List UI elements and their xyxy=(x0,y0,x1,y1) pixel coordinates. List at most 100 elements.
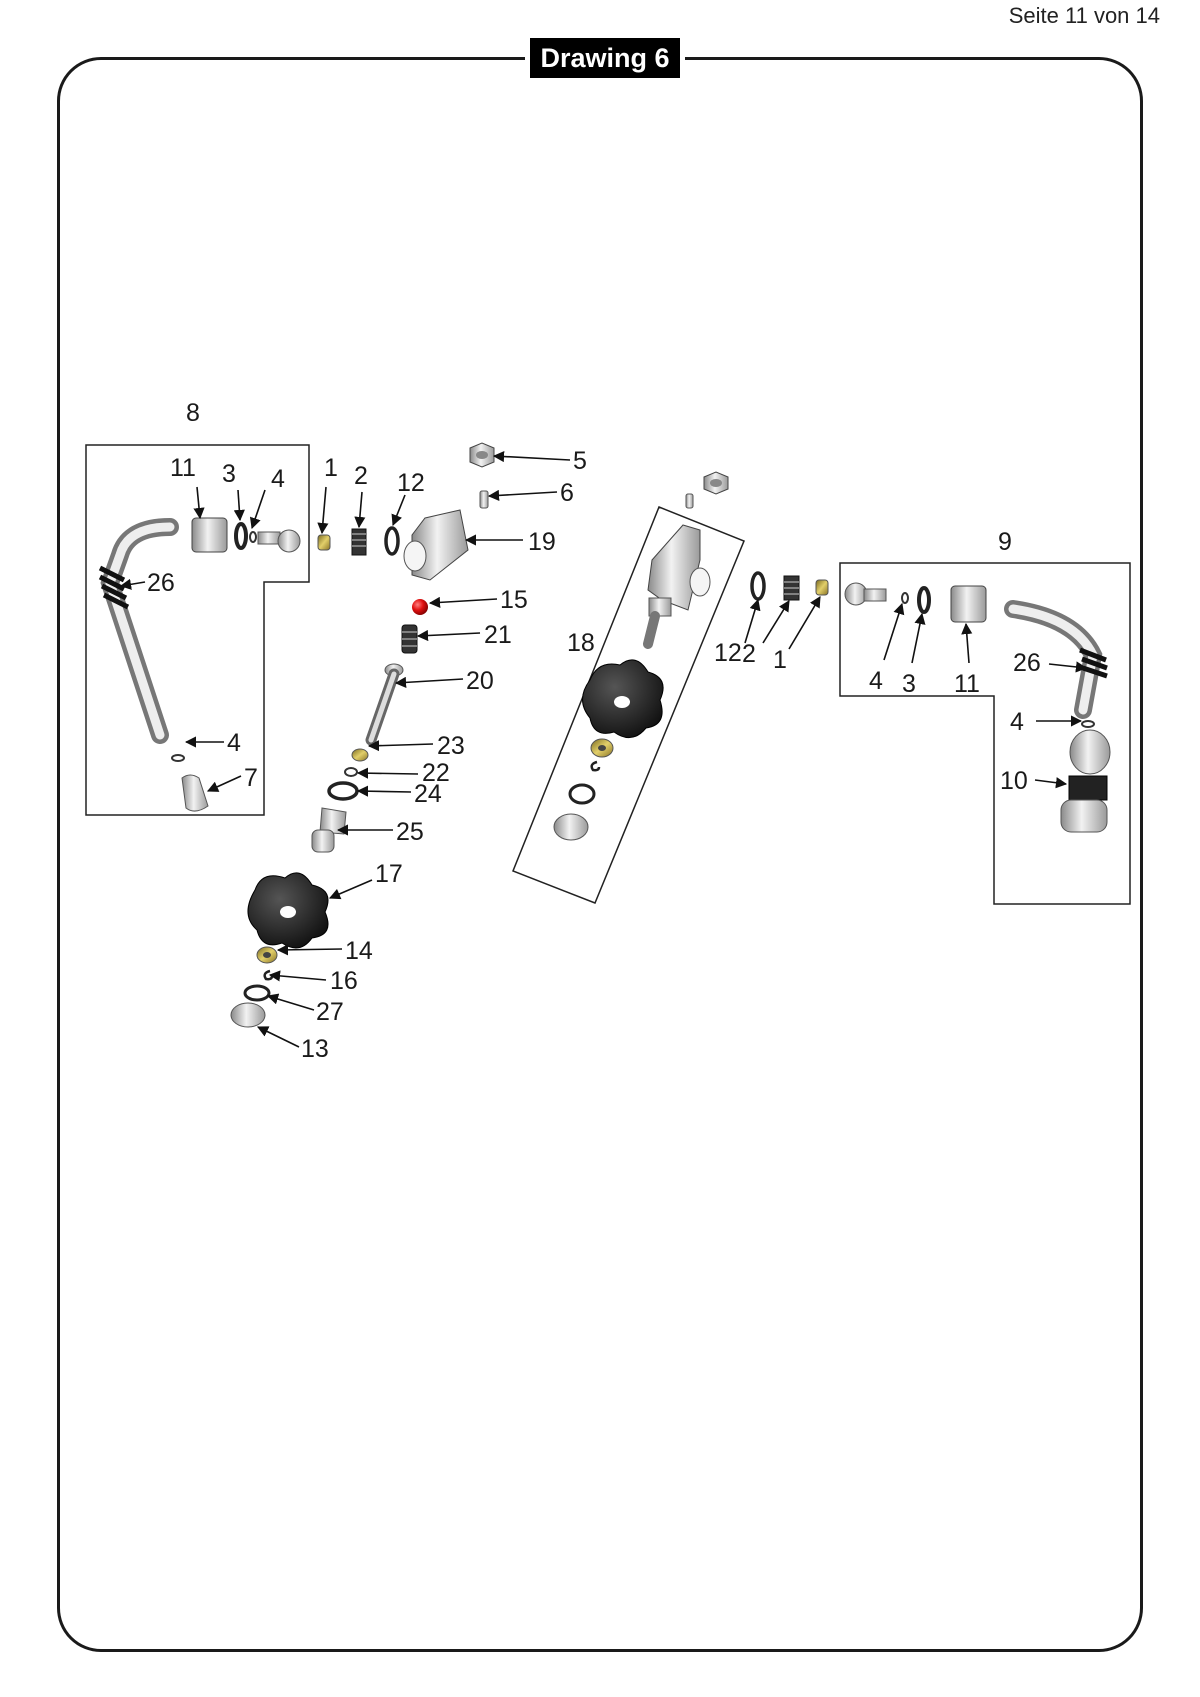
callout-11-left: 11 xyxy=(170,454,196,482)
callout-5-left: 5 xyxy=(573,447,587,475)
part-13-cap-left xyxy=(230,1002,266,1028)
callout-group-9: 9 xyxy=(998,528,1012,556)
leader-26-right xyxy=(1048,661,1088,673)
leader-20-left xyxy=(394,676,464,688)
callout-13-left: 13 xyxy=(301,1035,329,1063)
part-4-ring-right-bottom xyxy=(1081,720,1095,728)
part-26-tube-right xyxy=(1004,600,1108,719)
callout-7-left: 7 xyxy=(244,764,258,792)
leader-24-left xyxy=(356,785,412,797)
part-20-stem-left xyxy=(365,663,404,746)
part-2-spring-right xyxy=(783,575,800,601)
callout-27-left: 27 xyxy=(316,998,344,1026)
part-3-ring-right xyxy=(917,586,931,614)
leader-21-left xyxy=(416,629,481,642)
part-12-ring-right xyxy=(750,571,766,601)
callout-10-right: 10 xyxy=(1000,767,1028,795)
group-9-outline xyxy=(839,562,1131,905)
leader-16-left xyxy=(268,970,327,982)
part-22-ring-left xyxy=(344,767,358,777)
leader-23-left xyxy=(367,740,434,752)
callout-6-left: 6 xyxy=(560,479,574,507)
part-19-valve-body-left xyxy=(403,509,469,581)
part-27-ring-right xyxy=(568,783,596,805)
part-26-tube-left xyxy=(98,518,179,744)
part-27-ring-left xyxy=(243,984,271,1002)
leader-7-left xyxy=(206,775,242,792)
callout-4-right: 4 xyxy=(869,667,883,695)
part-14-washer-left xyxy=(256,946,278,964)
callout-group-8: 8 xyxy=(186,399,200,427)
leader-12-right xyxy=(744,598,761,644)
callout-1-right: 1 xyxy=(773,646,787,674)
part-4-ring-left-top xyxy=(249,531,257,543)
callout-15-left: 15 xyxy=(500,586,528,614)
part-24-ring-left xyxy=(327,781,359,801)
leader-2-left xyxy=(354,491,366,529)
part-13-cap-right xyxy=(553,813,589,841)
part-1-bushing-right xyxy=(815,579,829,596)
leader-11-left xyxy=(193,486,205,520)
callout-4-right-bottom: 4 xyxy=(1010,708,1024,736)
callout-24-left: 24 xyxy=(414,780,442,808)
leader-12-left xyxy=(391,494,406,527)
part-14-washer-right xyxy=(590,738,614,758)
part-5-nut-left xyxy=(469,442,495,468)
leader-13-left xyxy=(256,1026,300,1048)
part-2-spring-left xyxy=(351,528,367,556)
part-21-spring-left xyxy=(401,624,418,654)
part-4-ring-right-top xyxy=(901,592,909,604)
leader-26-left xyxy=(119,578,146,590)
part-17-knob-left xyxy=(247,872,329,949)
leader-6-left xyxy=(487,489,558,501)
group-8-outline xyxy=(85,444,310,816)
part-fitting-right xyxy=(844,582,887,606)
part-12-ring-left xyxy=(384,526,400,556)
leader-22-left xyxy=(356,767,419,779)
part-17-knob-right xyxy=(582,659,664,739)
page-number: Seite 11 von 14 xyxy=(1008,3,1160,28)
leader-4-left xyxy=(249,489,266,530)
leader-14-left xyxy=(276,944,343,956)
leader-3-right xyxy=(911,612,926,664)
callout-2-right: 2 xyxy=(742,640,756,668)
part-23-bushing-left xyxy=(351,748,369,762)
leader-3-left xyxy=(233,489,245,522)
part-19-valve-body-right xyxy=(643,524,711,649)
callout-16-left: 16 xyxy=(330,967,358,995)
leader-10-right xyxy=(1034,777,1068,789)
part-1-bushing-left xyxy=(317,534,331,551)
callout-3-right: 3 xyxy=(902,670,916,698)
part-3-ring-left xyxy=(234,522,248,550)
leader-1-right xyxy=(788,596,821,650)
callout-19-left: 19 xyxy=(528,528,556,556)
part-11-nut-left xyxy=(191,517,228,553)
leader-15-left xyxy=(428,596,498,608)
callout-18: 18 xyxy=(567,629,595,657)
part-15-ball-left xyxy=(412,599,428,615)
part-6-pin-right xyxy=(685,493,694,509)
leader-5-left xyxy=(492,450,571,463)
drawing-title: Drawing 6 xyxy=(525,33,685,83)
leader-2-right xyxy=(762,600,790,644)
part-10-connector-right xyxy=(1060,729,1111,833)
part-16-clip-right xyxy=(590,760,601,772)
group-18-outline xyxy=(512,506,745,904)
leader-11-right xyxy=(961,622,973,664)
part-6-pin-left xyxy=(479,490,489,509)
leader-1-left xyxy=(317,486,329,535)
callout-14-left: 14 xyxy=(345,937,373,965)
part-5-nut-right xyxy=(703,471,729,495)
leader-4-right xyxy=(883,602,905,661)
callout-4-left-bottom: 4 xyxy=(227,729,241,757)
part-11-nut-right xyxy=(950,585,987,623)
callout-12-left: 12 xyxy=(397,469,425,497)
callout-11-right: 11 xyxy=(954,670,980,698)
callout-4-left: 4 xyxy=(271,465,285,493)
callout-21-left: 21 xyxy=(484,621,512,649)
part-4-ring-left-bottom xyxy=(171,754,185,762)
part-7-cap-left xyxy=(181,774,209,812)
part-fitting-left xyxy=(257,529,301,553)
callout-12-right: 12 xyxy=(714,639,742,667)
